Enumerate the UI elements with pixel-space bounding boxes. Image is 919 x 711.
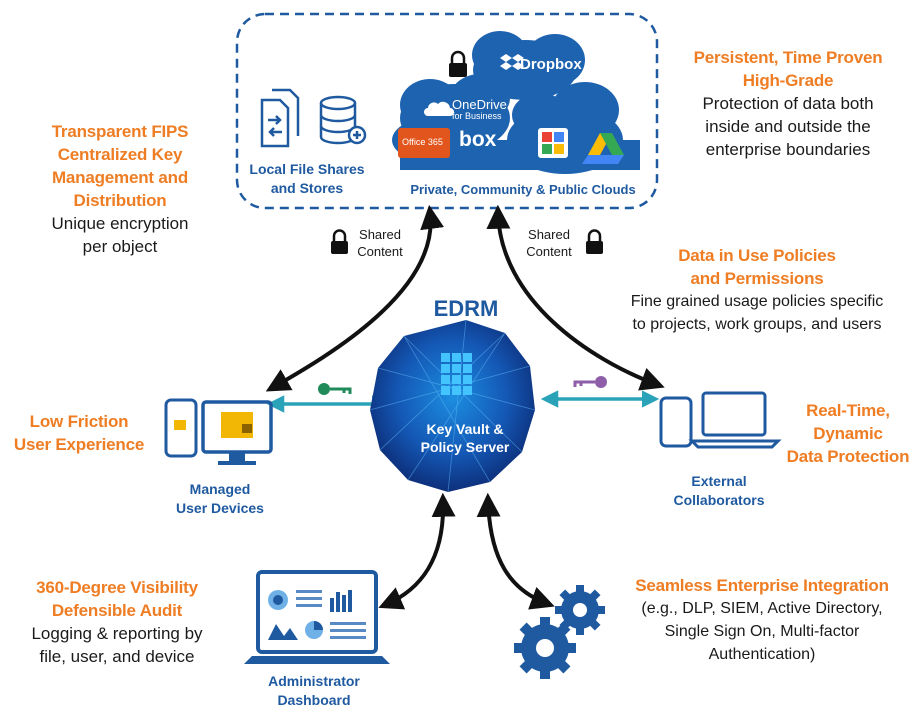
gsuite-icon	[538, 128, 568, 158]
integration-desc-line: Authentication)	[708, 646, 816, 663]
onedrive-label: OneDrive for Business	[452, 98, 507, 121]
admin-label-line: Dashboard	[277, 692, 351, 708]
key-icon-green	[318, 383, 352, 395]
persistent-callout: Persistent, Time Proven High-Grade Prote…	[668, 46, 908, 161]
managed-devices-icon	[164, 398, 273, 465]
arrow-admin	[378, 492, 456, 610]
fips-title-line: Distribution	[73, 191, 167, 210]
box-label: box	[459, 128, 497, 151]
admin-dashboard-icon	[244, 570, 390, 664]
realtime-callout: Real-Time, Dynamic Data Protection	[778, 399, 918, 468]
persistent-desc-line: Protection of data both	[702, 94, 874, 113]
gears-icon	[514, 585, 605, 679]
visibility-callout: 360-Degree Visibility Defensible Audit L…	[6, 576, 228, 668]
fips-title-line: Centralized Key	[57, 145, 183, 164]
managed-label-line: Managed	[189, 481, 251, 497]
managed-devices-label: Managed User Devices	[160, 480, 280, 518]
data-in-use-callout: Data in Use Policies and Permissions Fin…	[598, 244, 916, 336]
key-icon-purple	[573, 376, 607, 388]
data-in-use-title-line: Data in Use Policies	[678, 246, 836, 265]
local-label-line: and Stores	[270, 180, 344, 196]
lock-icon-cloud	[449, 50, 467, 77]
integration-title: Seamless Enterprise Integration	[635, 576, 889, 595]
file-shares-icon	[260, 88, 300, 148]
office365-icon	[398, 128, 450, 158]
data-in-use-title-line: and Permissions	[690, 269, 824, 288]
onedrive-label-line: OneDrive	[452, 97, 507, 112]
onedrive-icon	[424, 101, 454, 116]
managed-label-line: User Devices	[176, 500, 264, 516]
persistent-desc-line: enterprise boundaries	[705, 140, 871, 159]
key-vault-line: Key Vault &	[426, 421, 504, 437]
external-devices-icon	[659, 391, 782, 449]
onedrive-label-line: for Business	[452, 111, 502, 121]
clouds-icon	[392, 31, 640, 174]
shared-content-line: Content	[526, 244, 572, 259]
data-in-use-desc-line: Fine grained usage policies specific	[630, 293, 884, 310]
database-icon	[319, 95, 367, 145]
shared-content-left: Shared Content	[350, 226, 410, 260]
visibility-title-line: Defensible Audit	[51, 601, 183, 620]
fips-desc-line: per object	[82, 237, 158, 256]
data-in-use-desc-line: to projects, work groups, and users	[632, 316, 882, 333]
arrow-integration	[476, 492, 555, 610]
shared-content-line: Content	[357, 244, 403, 259]
fips-callout: Transparent FIPS Centralized Key Managem…	[20, 120, 220, 258]
dropbox-icon	[500, 54, 524, 70]
admin-dashboard-label: Administrator Dashboard	[254, 672, 374, 710]
realtime-line: Real-Time,	[806, 401, 890, 420]
visibility-title-line: 360-Degree Visibility	[36, 578, 198, 597]
realtime-line: Dynamic	[813, 424, 883, 443]
admin-label-line: Administrator	[268, 673, 360, 689]
visibility-desc-line: Logging & reporting by	[31, 624, 203, 643]
shared-content-right: Shared Content	[518, 226, 580, 260]
low-friction-line: Low Friction	[29, 412, 129, 431]
edrm-globe-icon	[369, 319, 536, 493]
office365-label: Office 365	[402, 137, 443, 147]
arrow-right-shared	[486, 204, 665, 391]
visibility-desc-line: file, user, and device	[39, 647, 195, 666]
fips-title-line: Management and	[51, 168, 189, 187]
arrow-left-shared	[265, 204, 445, 392]
external-collaborators-label: External Collaborators	[664, 472, 774, 510]
google-drive-icon	[582, 133, 624, 164]
local-file-shares-label: Local File Shares and Stores	[247, 160, 367, 198]
key-vault-line: Policy Server	[420, 439, 510, 455]
realtime-line: Data Protection	[786, 447, 910, 466]
fips-title-line: Transparent FIPS	[51, 122, 189, 141]
low-friction-callout: Low Friction User Experience	[4, 410, 154, 456]
shared-content-line: Shared	[528, 227, 570, 242]
integration-callout: Seamless Enterprise Integration (e.g., D…	[606, 574, 918, 666]
edrm-title: EDRM	[433, 296, 499, 321]
enterprise-boundary	[235, 12, 659, 210]
lock-icon-shared-left	[331, 229, 348, 254]
external-label-line: External	[691, 473, 747, 489]
fips-desc-line: Unique encryption	[51, 214, 189, 233]
local-label-line: Local File Shares	[249, 161, 365, 177]
clouds-label: Private, Community & Public Clouds	[410, 182, 636, 197]
persistent-title-line: High-Grade	[742, 71, 834, 90]
persistent-title-line: Persistent, Time Proven	[693, 48, 883, 67]
shared-content-line: Shared	[359, 227, 401, 242]
persistent-desc-line: inside and outside the	[705, 117, 871, 136]
integration-desc-line: (e.g., DLP, SIEM, Active Directory,	[641, 600, 883, 617]
integration-desc-line: Single Sign On, Multi-factor	[664, 623, 860, 640]
key-vault-label: Key Vault & Policy Server	[395, 420, 535, 456]
low-friction-line: User Experience	[13, 435, 145, 454]
dropbox-label: Dropbox	[520, 56, 582, 73]
external-label-line: Collaborators	[673, 492, 765, 508]
